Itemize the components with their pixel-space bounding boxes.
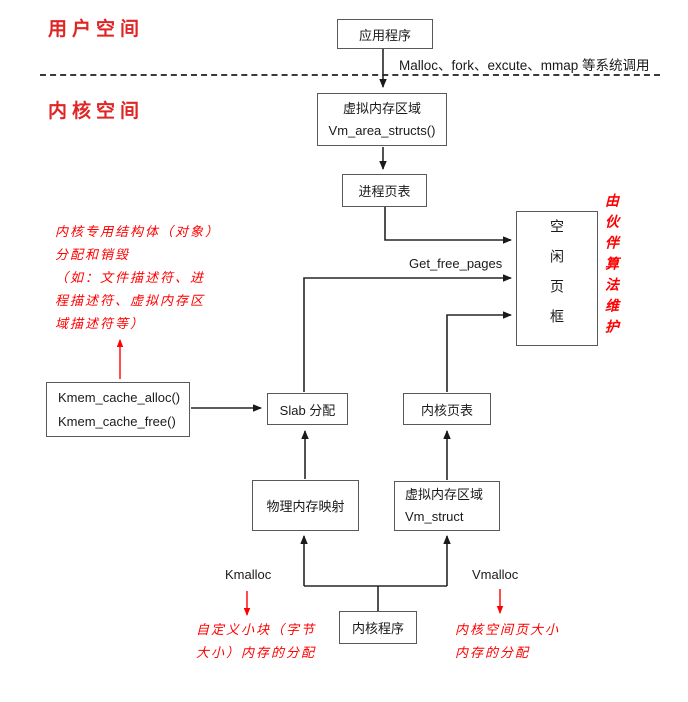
connector-slab-to-free-page-frame-get-free-pages bbox=[303, 274, 512, 392]
node-kernel-program-label: 内核程序 bbox=[351, 621, 404, 636]
kmem-annotation: 内核专用结构体（对象） 分配和销毁 （如：文件描述符、进 程描述符、虚拟内存区 … bbox=[55, 221, 220, 336]
kmem-annotation-line: 分配和销毁 bbox=[55, 248, 131, 263]
node-application: 应用程序 bbox=[337, 19, 433, 49]
node-free-page-frame: 空闲页框 bbox=[516, 211, 598, 346]
vmalloc-edge-label: Vmalloc bbox=[472, 567, 519, 582]
node-process-page-table-label: 进程页表 bbox=[358, 184, 411, 199]
node-vm-struct-sublabel: Vm_struct bbox=[405, 509, 464, 524]
kmem-annotation-line: （如：文件描述符、进 bbox=[55, 271, 206, 286]
node-slab-label: Slab 分配 bbox=[279, 402, 336, 418]
connector-process-page-table-to-free-page-frame bbox=[384, 207, 512, 244]
kmalloc-annotation-line: 大小）内存的分配 bbox=[196, 646, 317, 661]
node-vm-area-sublabel: Vm_area_structs() bbox=[328, 122, 436, 138]
get-free-pages-edge-label: Get_free_pages bbox=[409, 256, 503, 271]
node-physical-mem-map-label: 物理内存映射 bbox=[266, 499, 345, 514]
connector-kernel-page-table-to-free-page-frame bbox=[446, 311, 512, 392]
kmalloc-edge-label: Kmalloc bbox=[225, 567, 272, 582]
node-kmem-cache-free-label: Kmem_cache_free() bbox=[58, 413, 176, 429]
node-kmem-cache-alloc-label: Kmem_cache_alloc() bbox=[58, 389, 181, 405]
buddy-algorithm-annotation: 由伙伴算法维护 bbox=[603, 193, 619, 340]
node-kmem-cache: Kmem_cache_alloc() Kmem_cache_free() bbox=[46, 382, 190, 437]
node-kernel-page-table: 内核页表 bbox=[403, 393, 491, 425]
node-slab: Slab 分配 bbox=[267, 393, 348, 425]
syscalls-edge-label: Malloc、fork、excute、mmap 等系统调用 bbox=[399, 58, 650, 73]
node-process-page-table: 进程页表 bbox=[342, 174, 427, 207]
kmem-annotation-line: 内核专用结构体（对象） bbox=[55, 225, 221, 240]
kmalloc-annotation-line: 自定义小块（字节 bbox=[196, 623, 317, 638]
node-free-page-frame-label: 空闲页框 bbox=[549, 218, 565, 339]
space-divider-line bbox=[40, 74, 660, 76]
vmalloc-annotation-line: 内存的分配 bbox=[455, 646, 531, 661]
kmem-annotation-line: 程描述符、虚拟内存区 bbox=[55, 294, 206, 309]
kernel-space-heading: 内核空间 bbox=[48, 100, 145, 122]
user-space-heading: 用户空间 bbox=[48, 18, 145, 40]
vmalloc-annotation-line: 内核空间页大小 bbox=[455, 623, 561, 638]
kmalloc-annotation: 自定义小块（字节 大小）内存的分配 bbox=[196, 619, 316, 665]
node-physical-mem-map: 物理内存映射 bbox=[252, 480, 359, 531]
node-application-label: 应用程序 bbox=[358, 27, 411, 43]
node-vm-struct: 虚拟内存区域 Vm_struct bbox=[394, 481, 500, 531]
node-kernel-program: 内核程序 bbox=[339, 611, 417, 644]
kmem-annotation-line: 域描述符等） bbox=[55, 317, 146, 332]
node-vm-area: 虚拟内存区域 Vm_area_structs() bbox=[317, 93, 447, 146]
node-vm-area-label: 虚拟内存区域 bbox=[342, 100, 421, 116]
node-vm-struct-label: 虚拟内存区域 bbox=[405, 487, 484, 502]
node-kernel-page-table-label: 内核页表 bbox=[420, 402, 473, 418]
vmalloc-annotation: 内核空间页大小 内存的分配 bbox=[455, 619, 560, 665]
